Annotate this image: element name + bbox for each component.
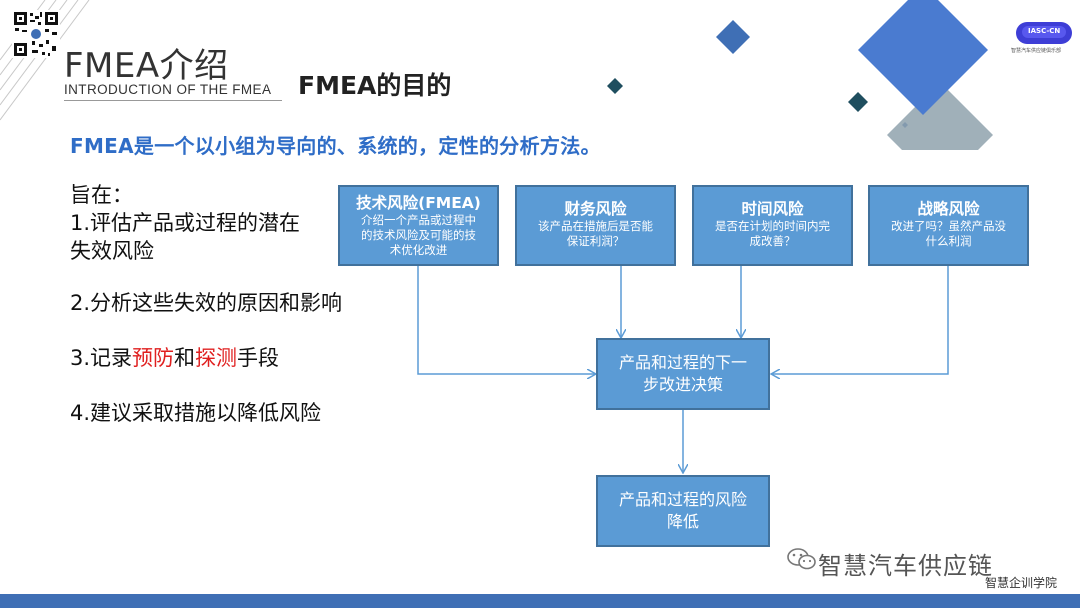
qr-code-icon — [12, 10, 60, 58]
risk-box-desc-line: 什么利润 — [925, 234, 972, 248]
aim-item-3-prevention: 预防 — [132, 346, 175, 370]
risk-box-desc-line: 术优化改进 — [389, 243, 448, 257]
iasc-logo-text: IASC-CN — [1028, 27, 1061, 35]
risk-box-time: 时间风险 是否在计划的时间内完 成改善？ — [692, 185, 853, 266]
risk-box-desc-line: 该产品在措施后是否能 — [538, 219, 653, 233]
risk-box-desc-line: 是否在计划的时间内完 — [715, 219, 830, 233]
aim-item-3-suffix: 手段 — [237, 346, 280, 370]
risk-box-title: 技术风险(FMEA) — [356, 194, 481, 212]
aim-item-1-line1: 1.评估产品或过程的潜在 — [70, 211, 301, 235]
result-box-line: 降低 — [666, 512, 699, 531]
risk-box-strategic: 战略风险 改进了吗？虽然产品没 什么利润 — [868, 185, 1029, 266]
footer-bar — [0, 594, 1080, 608]
decision-box-line: 产品和过程的下一 — [618, 353, 747, 372]
page-title: FMEA介绍 — [64, 46, 229, 86]
aim-item-4: 4.建议采取措施以降低风险 — [70, 401, 322, 425]
aim-item-3: 3.记录预防和探测手段 — [70, 343, 279, 373]
decision-box-line: 步改进决策 — [642, 375, 723, 394]
aim-item-3-prefix: 3.记录 — [70, 346, 133, 370]
risk-box-title: 财务风险 — [564, 200, 627, 218]
wechat-icon — [787, 548, 816, 570]
wechat-account-name: 智慧汽车供应链 — [818, 552, 993, 580]
risk-box-desc-line: 成改善？ — [749, 234, 796, 248]
fmea-definition: FMEA是一个以小组为导向的、系统的，定性的分析方法。 — [70, 134, 601, 158]
aim-item-1-line2: 失效风险 — [70, 239, 154, 263]
result-box: 产品和过程的风险 降低 — [596, 475, 770, 547]
decision-box: 产品和过程的下一 步改进决策 — [596, 338, 770, 410]
iasc-logo-icon — [1016, 22, 1072, 44]
aim-item-3-detection: 探测 — [195, 346, 238, 370]
risk-box-title: 时间风险 — [741, 200, 804, 218]
risk-box-financial: 财务风险 该产品在措施后是否能 保证利润？ — [515, 185, 676, 266]
decorative-diamonds — [607, 0, 993, 150]
title-divider — [64, 100, 282, 101]
risk-box-technical: 技术风险(FMEA) 介绍一个产品或过程中 的技术风险及可能的技 术优化改进 — [338, 185, 499, 266]
aims-intro: 旨在： — [70, 183, 133, 207]
risk-box-desc-line: 介绍一个产品或过程中 — [361, 213, 476, 227]
aim-item-3-and: 和 — [174, 346, 196, 370]
page-subtitle: INTRODUCTION OF THE FMEA — [64, 82, 272, 97]
iasc-logo-caption: 智慧汽车供应链俱乐部 — [1011, 48, 1062, 54]
risk-box-desc-line: 改进了吗？虽然产品没 — [891, 219, 1006, 233]
section-heading: FMEA的目的 — [298, 71, 452, 100]
aim-item-2: 2.分析这些失效的原因和影响 — [70, 291, 343, 315]
risk-box-desc-line: 保证利润？ — [566, 234, 625, 248]
risk-box-title: 战略风险 — [917, 200, 980, 218]
academy-name: 智慧企训学院 — [985, 576, 1058, 590]
result-box-line: 产品和过程的风险 — [618, 490, 747, 509]
risk-box-desc-line: 的技术风险及可能的技 — [361, 228, 476, 242]
